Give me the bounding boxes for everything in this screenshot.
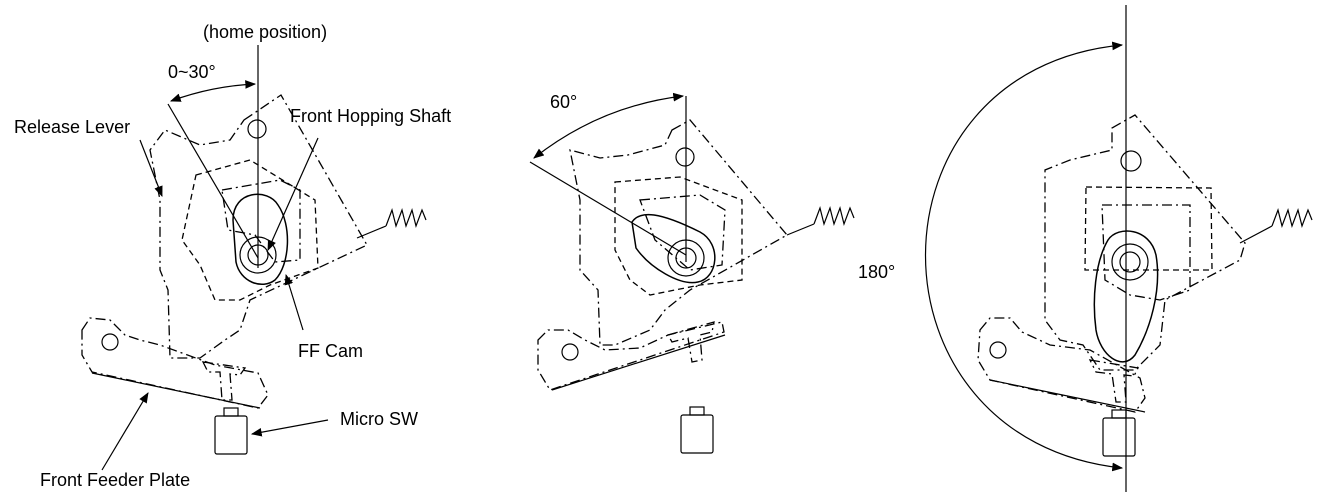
feeder-plate-hole-60 xyxy=(561,343,579,361)
front-hopping-shaft-180 xyxy=(1119,251,1141,273)
ff-cam xyxy=(232,193,289,285)
ff-cam-180 xyxy=(1093,230,1159,363)
release-lever-pivot-180 xyxy=(1120,150,1142,172)
feeder-plate-edge xyxy=(91,372,261,409)
feeder-plate-tab-180 xyxy=(1088,359,1139,403)
label-angle-0-30: 0~30° xyxy=(168,62,216,82)
label-home-position: (home position) xyxy=(203,22,327,42)
cam-hub-180 xyxy=(1111,243,1149,281)
leader-front-feeder-plate xyxy=(101,392,149,471)
front-feeder-plate-180 xyxy=(977,317,1146,413)
spring-link-180 xyxy=(1239,225,1273,244)
label-front-hopping-shaft: Front Hopping Shaft xyxy=(290,106,451,126)
panel-180-degrees: 180° xyxy=(858,5,1313,492)
lever-inner-plate xyxy=(221,179,301,263)
release-lever-pivot xyxy=(247,119,267,139)
leader-ff-cam xyxy=(284,273,304,331)
spring-link xyxy=(356,225,387,239)
spring xyxy=(385,207,427,229)
front-feeder-plate-60 xyxy=(537,321,725,391)
label-angle-180: 180° xyxy=(858,262,895,282)
release-lever-outline xyxy=(149,94,368,359)
release-lever-outline-180 xyxy=(1044,114,1246,371)
micro-switch-60 xyxy=(680,414,714,454)
label-ff-cam: FF Cam xyxy=(298,341,363,361)
feeder-plate-edge-180 xyxy=(989,379,1146,413)
micro-switch-actuator-180 xyxy=(1111,409,1127,419)
label-release-lever: Release Lever xyxy=(14,117,130,137)
lever-inner-outline xyxy=(181,159,319,301)
cam-hub-60 xyxy=(667,239,705,277)
front-hopping-shaft xyxy=(247,244,269,266)
label-micro-sw: Micro SW xyxy=(340,409,418,429)
feeder-plate-hole xyxy=(101,333,119,351)
lever-inner-plate-60 xyxy=(639,194,726,271)
angle-60-line xyxy=(529,161,687,256)
angle-30-line xyxy=(167,103,259,259)
panel-60-degrees: 60° xyxy=(529,92,855,454)
micro-switch-actuator xyxy=(223,407,239,417)
ff-cam-60 xyxy=(631,213,716,284)
feeder-plate-tab xyxy=(201,361,247,401)
feeder-plate-hole-180 xyxy=(989,341,1007,359)
leader-micro-sw xyxy=(250,419,329,437)
angle-arc-60 xyxy=(533,92,685,159)
spring-link-60 xyxy=(786,223,815,236)
angle-arc-0-30 xyxy=(169,80,257,102)
micro-switch-actuator-60 xyxy=(689,406,705,416)
leader-release-lever xyxy=(139,139,163,198)
label-front-feeder-plate: Front Feeder Plate xyxy=(40,470,190,490)
micro-switch xyxy=(214,415,248,455)
spring-180 xyxy=(1271,207,1313,229)
label-angle-60: 60° xyxy=(550,92,577,112)
leader-front-hopping-shaft xyxy=(267,137,319,251)
front-hopping-shaft-60 xyxy=(675,247,697,269)
release-lever-pivot-60 xyxy=(675,147,695,167)
lever-inner-outline-60 xyxy=(614,176,743,296)
front-feeder-plate xyxy=(81,317,269,409)
feeder-plate-edge-60 xyxy=(551,334,726,391)
release-lever-outline-60 xyxy=(569,119,789,346)
micro-switch-180 xyxy=(1102,417,1136,457)
feeder-plate-tab-60 xyxy=(667,321,715,363)
panel-home-position: (home position) 0~30° Release Lever Fron… xyxy=(14,22,451,490)
cam-hub xyxy=(239,236,277,274)
spring-60 xyxy=(813,205,855,227)
lever-inner-plate-180 xyxy=(1101,204,1191,301)
angle-arc-180 xyxy=(924,41,1124,472)
lever-inner-outline-180 xyxy=(1084,186,1213,271)
